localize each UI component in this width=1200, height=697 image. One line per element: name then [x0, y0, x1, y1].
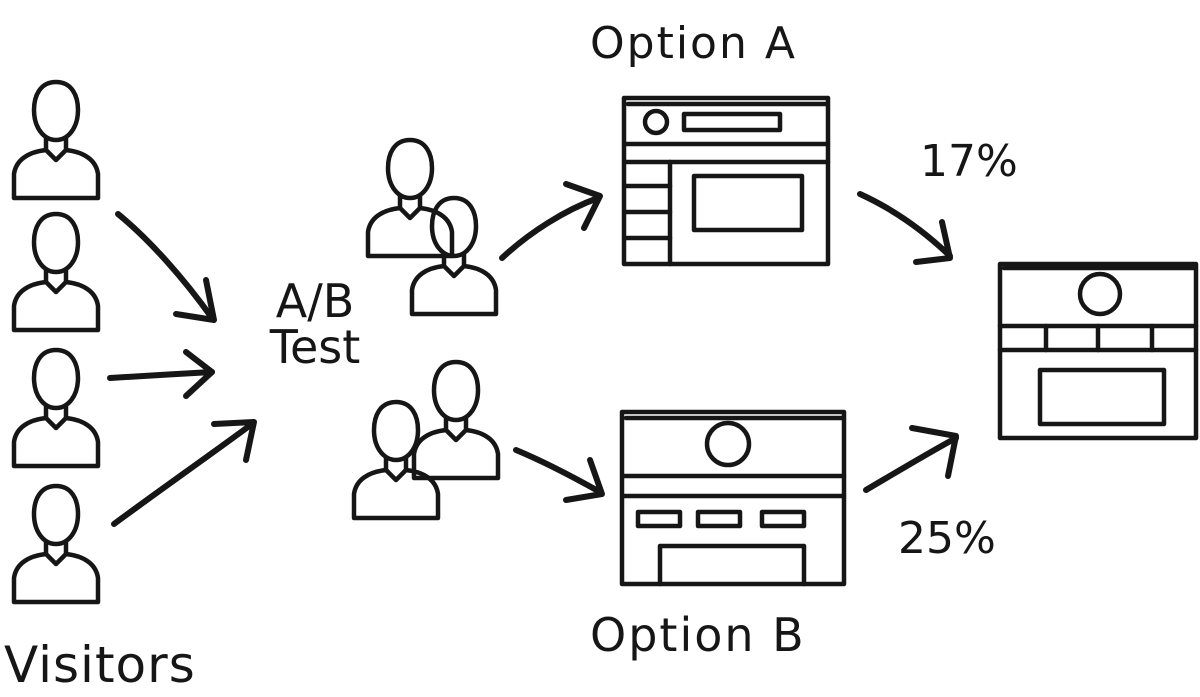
person-pair-icon: [354, 362, 498, 518]
visitor-person-icon: [14, 214, 98, 330]
winning-page-icon: [997, 261, 1199, 441]
option-b-rate-label: 25%: [898, 513, 996, 564]
option-b-label: Option B: [590, 608, 806, 662]
arrow-icon: [111, 419, 257, 527]
arrow-icon: [115, 211, 217, 323]
option-b-page-icon: [619, 409, 847, 587]
option-a-page-icon: [621, 95, 831, 267]
ab-test-label-line1: A/B: [275, 274, 355, 328]
visitor-person-icon: [14, 82, 98, 198]
visitor-person-icon: [14, 350, 98, 466]
arrow-icon: [499, 181, 603, 261]
ab-test-label-line2: Test: [269, 320, 361, 374]
option-a-rate-label: 17%: [920, 136, 1018, 187]
arrow-icon: [107, 349, 215, 399]
visitor-person-icon: [14, 486, 98, 602]
visitors-label: Visitors: [4, 636, 196, 694]
arrow-icon: [513, 447, 605, 503]
ab-test-label: A/B Test: [240, 278, 390, 370]
arrow-icon: [863, 425, 959, 493]
arrow-icon: [857, 191, 953, 265]
option-a-label: Option A: [590, 18, 797, 69]
